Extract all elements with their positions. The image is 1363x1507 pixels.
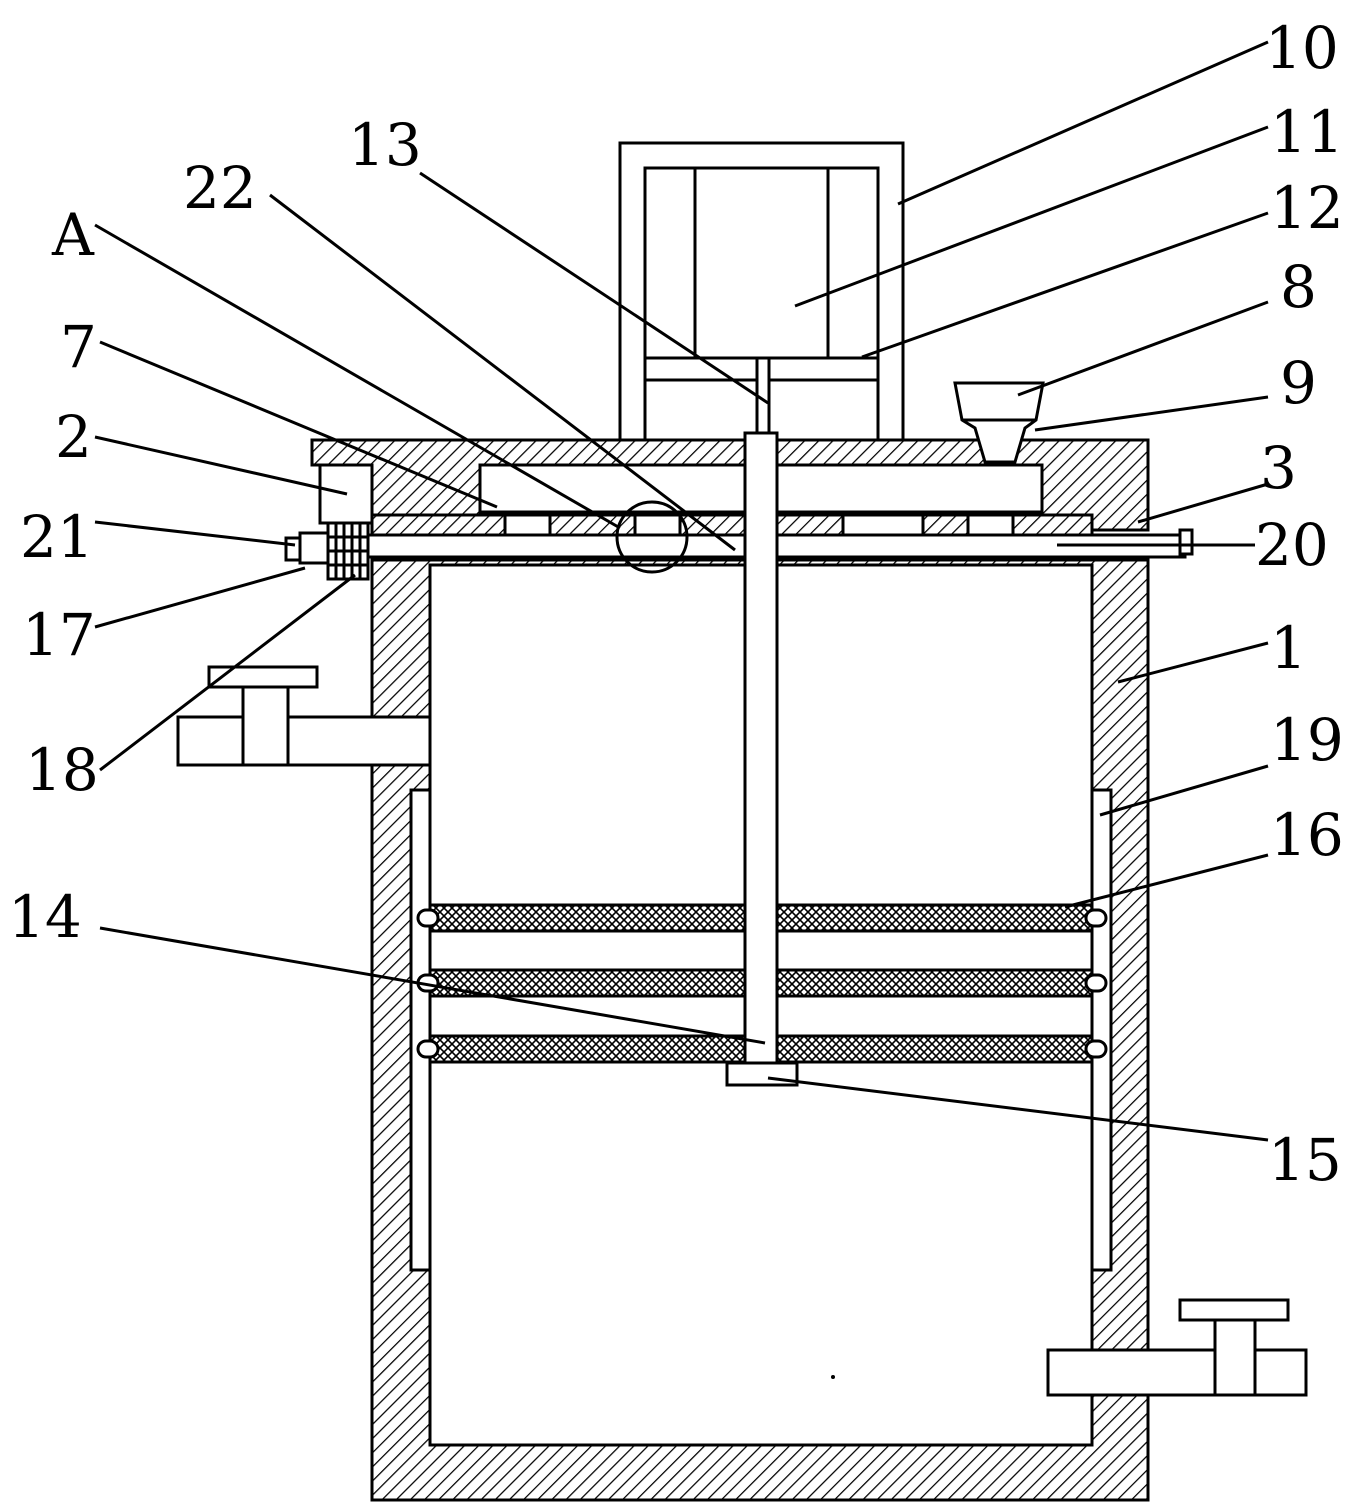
filter-screen-2-right [775, 968, 1094, 998]
part-labels: 10 11 12 8 9 3 20 1 19 16 15 13 22 A 7 2… [8, 14, 1344, 1194]
label-12: 12 [1270, 174, 1344, 242]
label-20: 20 [1255, 511, 1329, 579]
knob-thread [328, 523, 368, 579]
filter-screen-1-right [775, 903, 1094, 933]
speck [831, 1375, 835, 1379]
filter-screen-2-left [428, 968, 747, 998]
label-3: 3 [1260, 434, 1297, 502]
rod-end-stop [1178, 528, 1194, 556]
knob-nut [298, 531, 330, 565]
label-a: A [51, 201, 95, 269]
guide-rail-right [1090, 788, 1113, 1272]
leader-lines [94, 40, 1269, 1142]
label-10: 10 [1265, 14, 1339, 82]
inlet-valve [176, 665, 432, 767]
label-22: 22 [183, 154, 257, 222]
label-9: 9 [1280, 349, 1317, 417]
label-17: 17 [22, 601, 96, 669]
stirring-shaft [743, 431, 779, 1065]
filter-screen-1-left [428, 903, 747, 933]
outlet-valve [1046, 1298, 1308, 1397]
detail-circle-a [615, 500, 689, 574]
filter-screen-3-left [428, 1034, 747, 1064]
label-14: 14 [8, 883, 82, 951]
filter-screen-3-right [775, 1034, 1094, 1064]
label-19: 19 [1270, 706, 1344, 774]
knob-cap [284, 536, 302, 562]
label-2: 2 [55, 403, 92, 471]
label-7: 7 [60, 313, 97, 381]
label-18: 18 [25, 736, 99, 804]
label-1: 1 [1270, 614, 1307, 682]
label-8: 8 [1280, 253, 1317, 321]
feed-hopper [953, 381, 1045, 464]
label-13: 13 [348, 111, 422, 179]
label-11: 11 [1270, 98, 1344, 166]
screen-rollers [416, 908, 1108, 1059]
guide-rail-left [409, 788, 432, 1272]
label-21: 21 [20, 503, 94, 571]
label-15: 15 [1268, 1126, 1342, 1194]
label-16: 16 [1270, 801, 1344, 869]
